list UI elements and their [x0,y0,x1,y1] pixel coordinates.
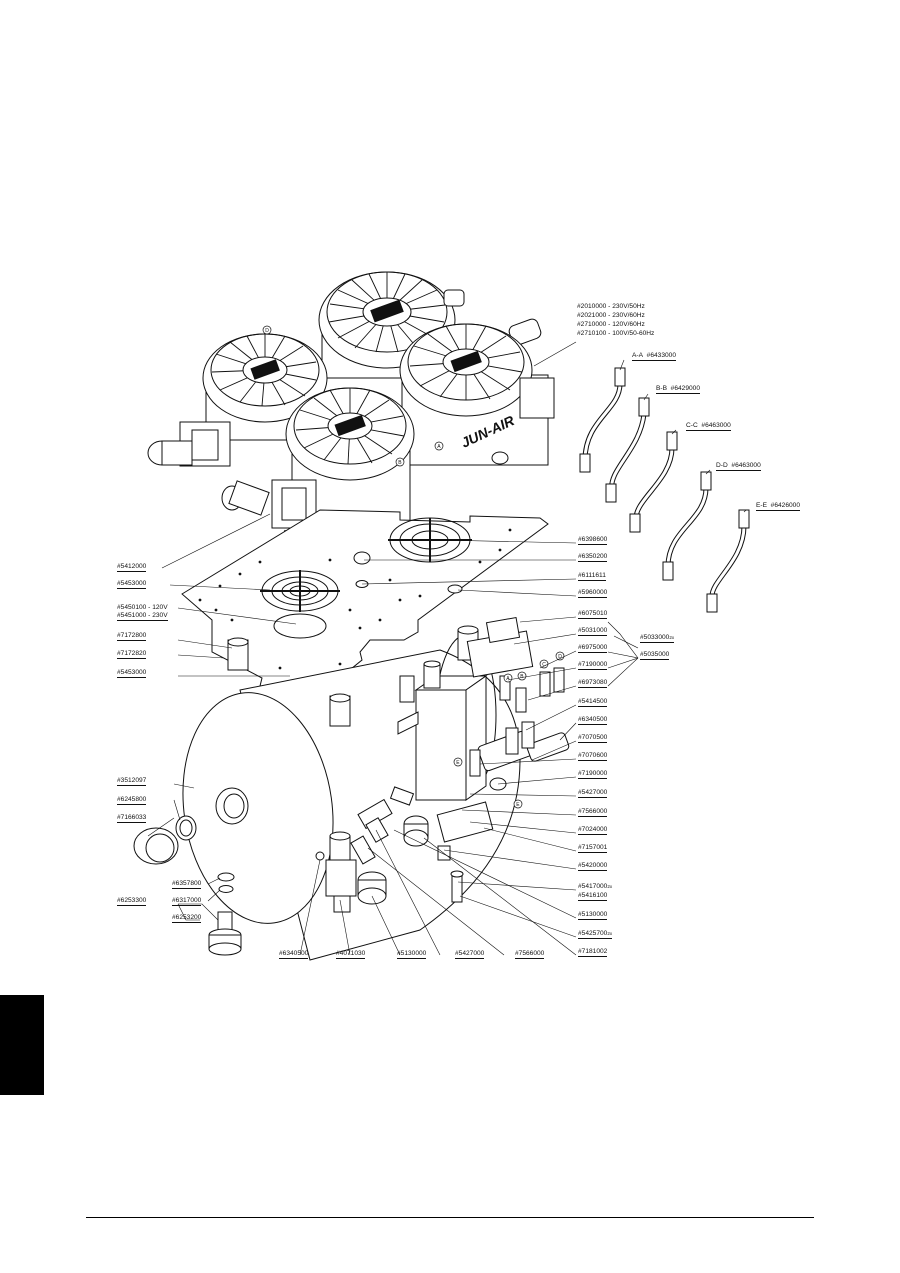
part-label: #6350200 [578,553,608,562]
part-label: #54257002x [578,930,613,939]
part-label: #7070500 [578,734,608,743]
part-label: #5130000 [397,950,427,959]
part-label: #6340500 [279,950,309,959]
hose-b-b [605,397,650,503]
variant-label: #2010000 - 230V/50Hz [577,303,645,310]
part-label: #5130000 [578,911,608,920]
svg-text:B: B [520,674,524,680]
part-label: #5427000 [578,789,608,798]
svg-text:E: E [456,760,460,766]
variant-label: #2710100 - 100V/50-60Hz [577,330,655,337]
svg-text:D: D [265,328,269,334]
part-label: #54170002x [578,883,613,890]
part-label: #7172800 [117,632,147,641]
part-label: #6340500 [578,716,608,725]
callout-d-valve: D [555,651,565,661]
part-label: #6253200 [172,914,202,923]
callout-e-block: E [453,757,463,767]
part-label: #6973080 [578,679,608,688]
callout-e-fitting: E [513,799,523,809]
part-label: #6111611 [578,572,606,581]
callout-d-head: D [262,325,272,335]
part-label: #7070600 [578,752,608,761]
svg-text:C: C [542,662,546,668]
part-label: #5453000 [117,580,147,589]
group-label: #5035000 [640,651,670,660]
hose-a-a [579,367,626,473]
variant-label: #2021000 - 230V/60Hz [577,312,645,319]
hose-c-c [629,431,678,533]
svg-text:A: A [437,444,441,450]
svg-text:B: B [398,460,402,466]
part-label: #6245800 [117,796,147,805]
hose-d-d [662,471,712,581]
svg-text:E: E [516,802,520,808]
part-label: #7172820 [117,650,147,659]
part-label: #5412000 [117,563,147,572]
callout-a-head: A [434,441,444,451]
motor-head-right: JUN-AIR [399,323,555,466]
part-label: #7566000 [515,950,545,959]
part-label: #6398600 [578,536,608,545]
hose-label-d: D-D #6463000 [716,462,761,471]
part-label: #7190000 [578,661,608,670]
hose-label-e: E-E #6426000 [756,502,801,511]
footer-rule [86,1217,814,1218]
callout-b-valve: B [517,671,527,681]
hose-label-a: A-A #6433000 [632,352,677,361]
hose-label-b: B-B #6429000 [656,385,701,394]
part-label: #4071030 [336,950,366,959]
variant-label: #2710000 - 120V/60Hz [577,321,645,328]
part-label: #7166033 [117,814,147,823]
part-label: #6357800 [172,880,202,889]
part-label: #6975000 [578,644,608,653]
callout-b-head: B [395,457,405,467]
part-label: #5420000 [578,862,608,871]
group-label: #50330002x [640,634,675,643]
part-label: #7566000 [578,808,608,817]
callout-markers: D B A A B C D E E [262,325,565,809]
mounting-plate [181,509,549,695]
part-label: #7157001 [578,844,608,853]
part-label: #7190000 [578,770,608,779]
side-tab-marker [0,995,44,1095]
callout-a-valve: A [503,673,513,683]
part-label: #5451000 - 230V [117,612,168,621]
pressure-regulator [315,831,387,913]
hose-drawings [579,367,750,613]
svg-text:D: D [558,654,562,660]
hose-e-e [706,509,750,613]
part-label: #5416100 [578,892,608,901]
part-label: #3512097 [117,777,147,786]
part-label: #7024000 [578,826,608,835]
part-label: #5427000 [455,950,485,959]
part-label: #5960000 [578,589,608,598]
callout-c-valve: C [539,659,549,669]
motor-heads: JUN-AIR [147,271,555,565]
part-label: #7181002 [578,948,608,957]
part-label: #6253300 [117,897,147,906]
leader-lines [147,341,747,956]
motor-head-top [318,271,542,379]
hose-label-c: C-C #6463000 [686,422,731,431]
part-label: #6317000 [172,897,202,906]
part-label: #5414500 [578,698,608,707]
svg-text:A: A [506,676,510,682]
part-label: #5450100 - 120V [117,604,168,611]
part-label: #6075010 [578,610,608,619]
part-label: #5031000 [578,627,608,636]
part-label: #5453000 [117,669,147,678]
valve-assembly [350,616,570,903]
drain-parts [133,815,242,956]
